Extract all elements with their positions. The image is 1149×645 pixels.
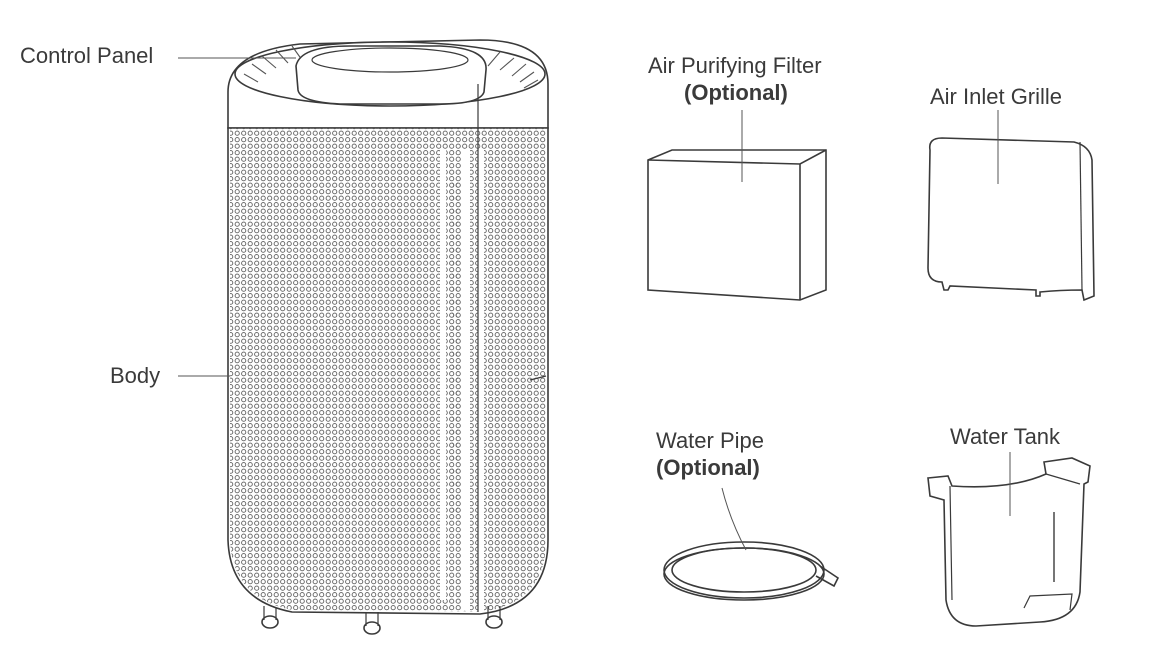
- water-pipe-label: Water Pipe: [656, 428, 765, 453]
- air-inlet-grille-drawing: [927, 137, 1095, 302]
- water-pipe-drawing: [663, 541, 840, 601]
- air-purifying-filter-drawing: [647, 149, 827, 301]
- humidifier-body-drawing: [227, 39, 549, 635]
- air-inlet-grille-label: Air Inlet Grille: [930, 84, 1063, 109]
- air-purifying-filter-label: Air Purifying Filter: [648, 53, 822, 78]
- control-panel-label: Control Panel: [20, 43, 154, 68]
- water-tank-label: Water Tank: [950, 424, 1061, 449]
- body-label: Body: [110, 363, 161, 388]
- water-pipe-note: (Optional): [656, 455, 760, 480]
- air-purifying-filter-note: (Optional): [684, 80, 788, 105]
- water-pipe-leader: [721, 487, 747, 551]
- control-panel-drawing: [295, 45, 487, 105]
- water-tank-drawing: [927, 457, 1091, 627]
